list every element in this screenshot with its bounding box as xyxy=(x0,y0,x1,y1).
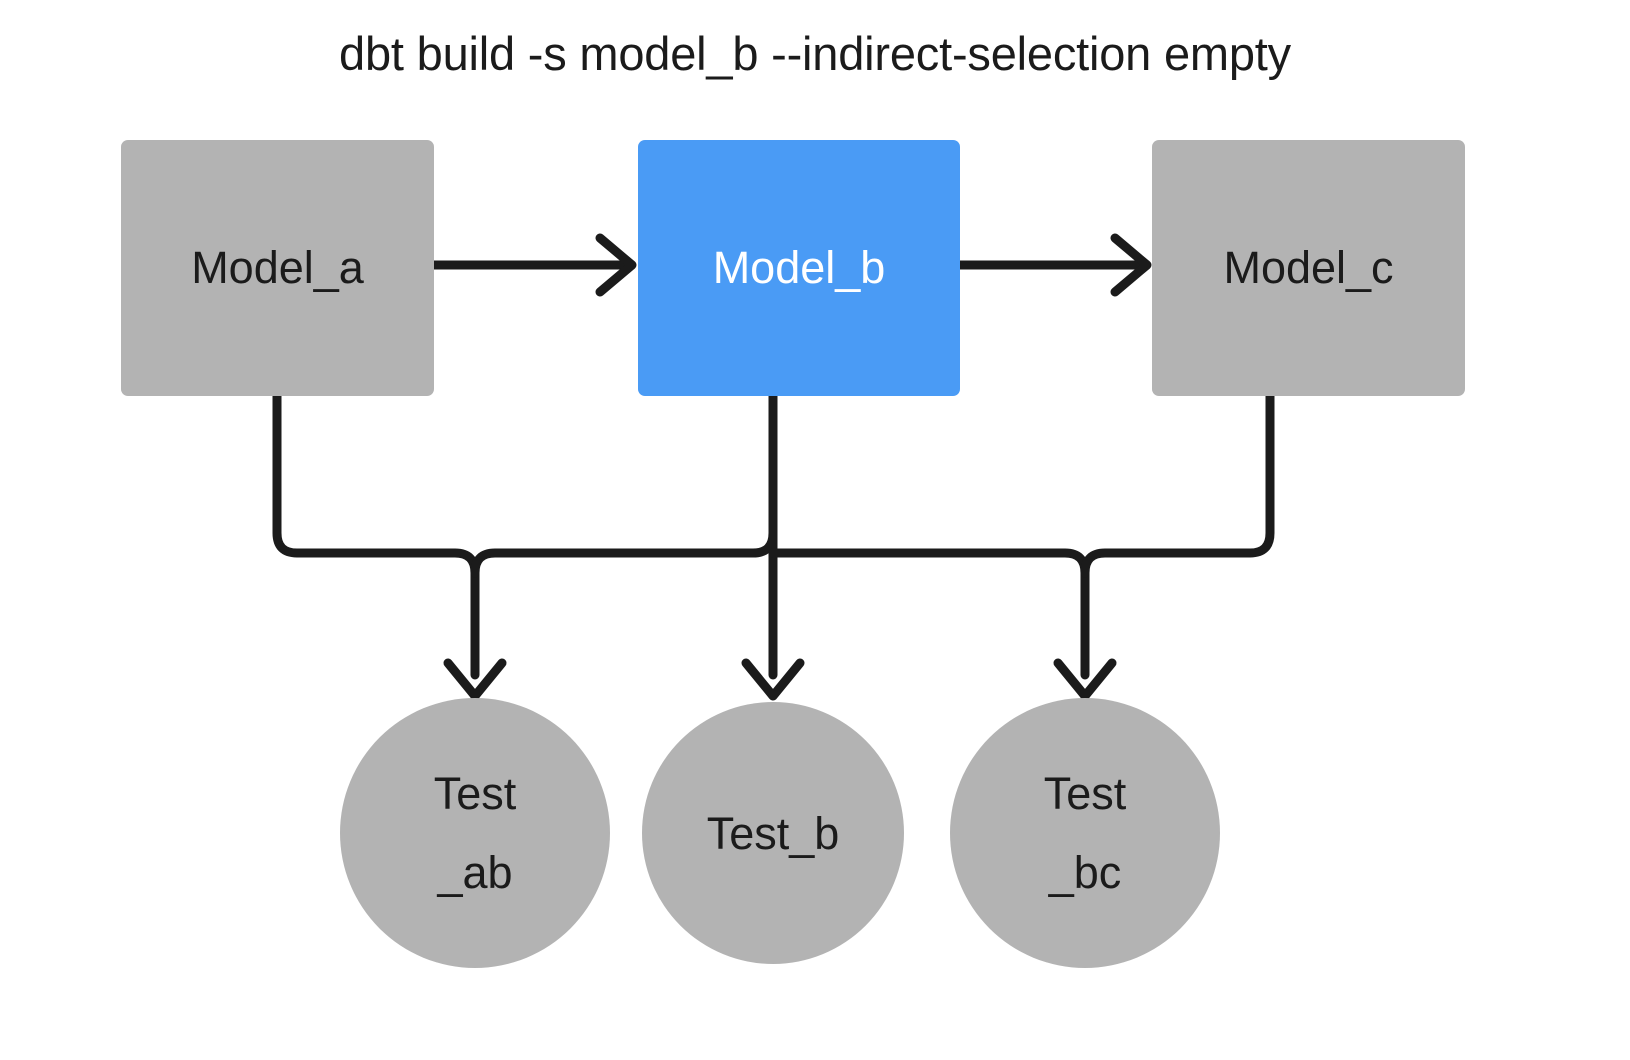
arrowhead-into-test-b xyxy=(741,658,805,701)
edge-model-b-to-model-c xyxy=(955,233,1152,297)
node-test-b-label-line1: Test_b xyxy=(706,807,840,859)
node-model-b[interactable]: Model_b xyxy=(638,140,960,396)
node-test-bc[interactable]: Test _bc xyxy=(950,698,1220,968)
node-test-b[interactable]: Test_b xyxy=(642,702,904,964)
node-test-ab[interactable]: Test _ab xyxy=(340,698,610,968)
node-test-bc-label-line1: Test xyxy=(1043,768,1127,819)
node-model-b-label: Model_b xyxy=(712,242,886,294)
node-model-c-label: Model_c xyxy=(1223,242,1394,294)
edge-model-a-to-test-ab xyxy=(272,391,480,680)
edge-model-c-to-test-bc xyxy=(1080,391,1275,578)
edge-model-b-to-test-ab xyxy=(470,391,778,578)
node-test-ab-label-line2: _ab xyxy=(437,847,513,898)
node-test-bc-label-line2: _bc xyxy=(1048,847,1122,898)
page-title: dbt build -s model_b --indirect-selectio… xyxy=(339,27,1291,80)
edge-model-b-to-test-bc xyxy=(768,548,1090,680)
node-model-c[interactable]: Model_c xyxy=(1152,140,1465,396)
arrowhead-into-test-bc xyxy=(1053,658,1117,701)
node-model-a[interactable]: Model_a xyxy=(121,140,434,396)
edge-model-a-to-model-b xyxy=(429,233,637,297)
node-model-a-label: Model_a xyxy=(191,242,364,294)
arrowhead-into-test-ab xyxy=(443,658,507,701)
node-test-ab-label-line1: Test xyxy=(433,768,517,819)
